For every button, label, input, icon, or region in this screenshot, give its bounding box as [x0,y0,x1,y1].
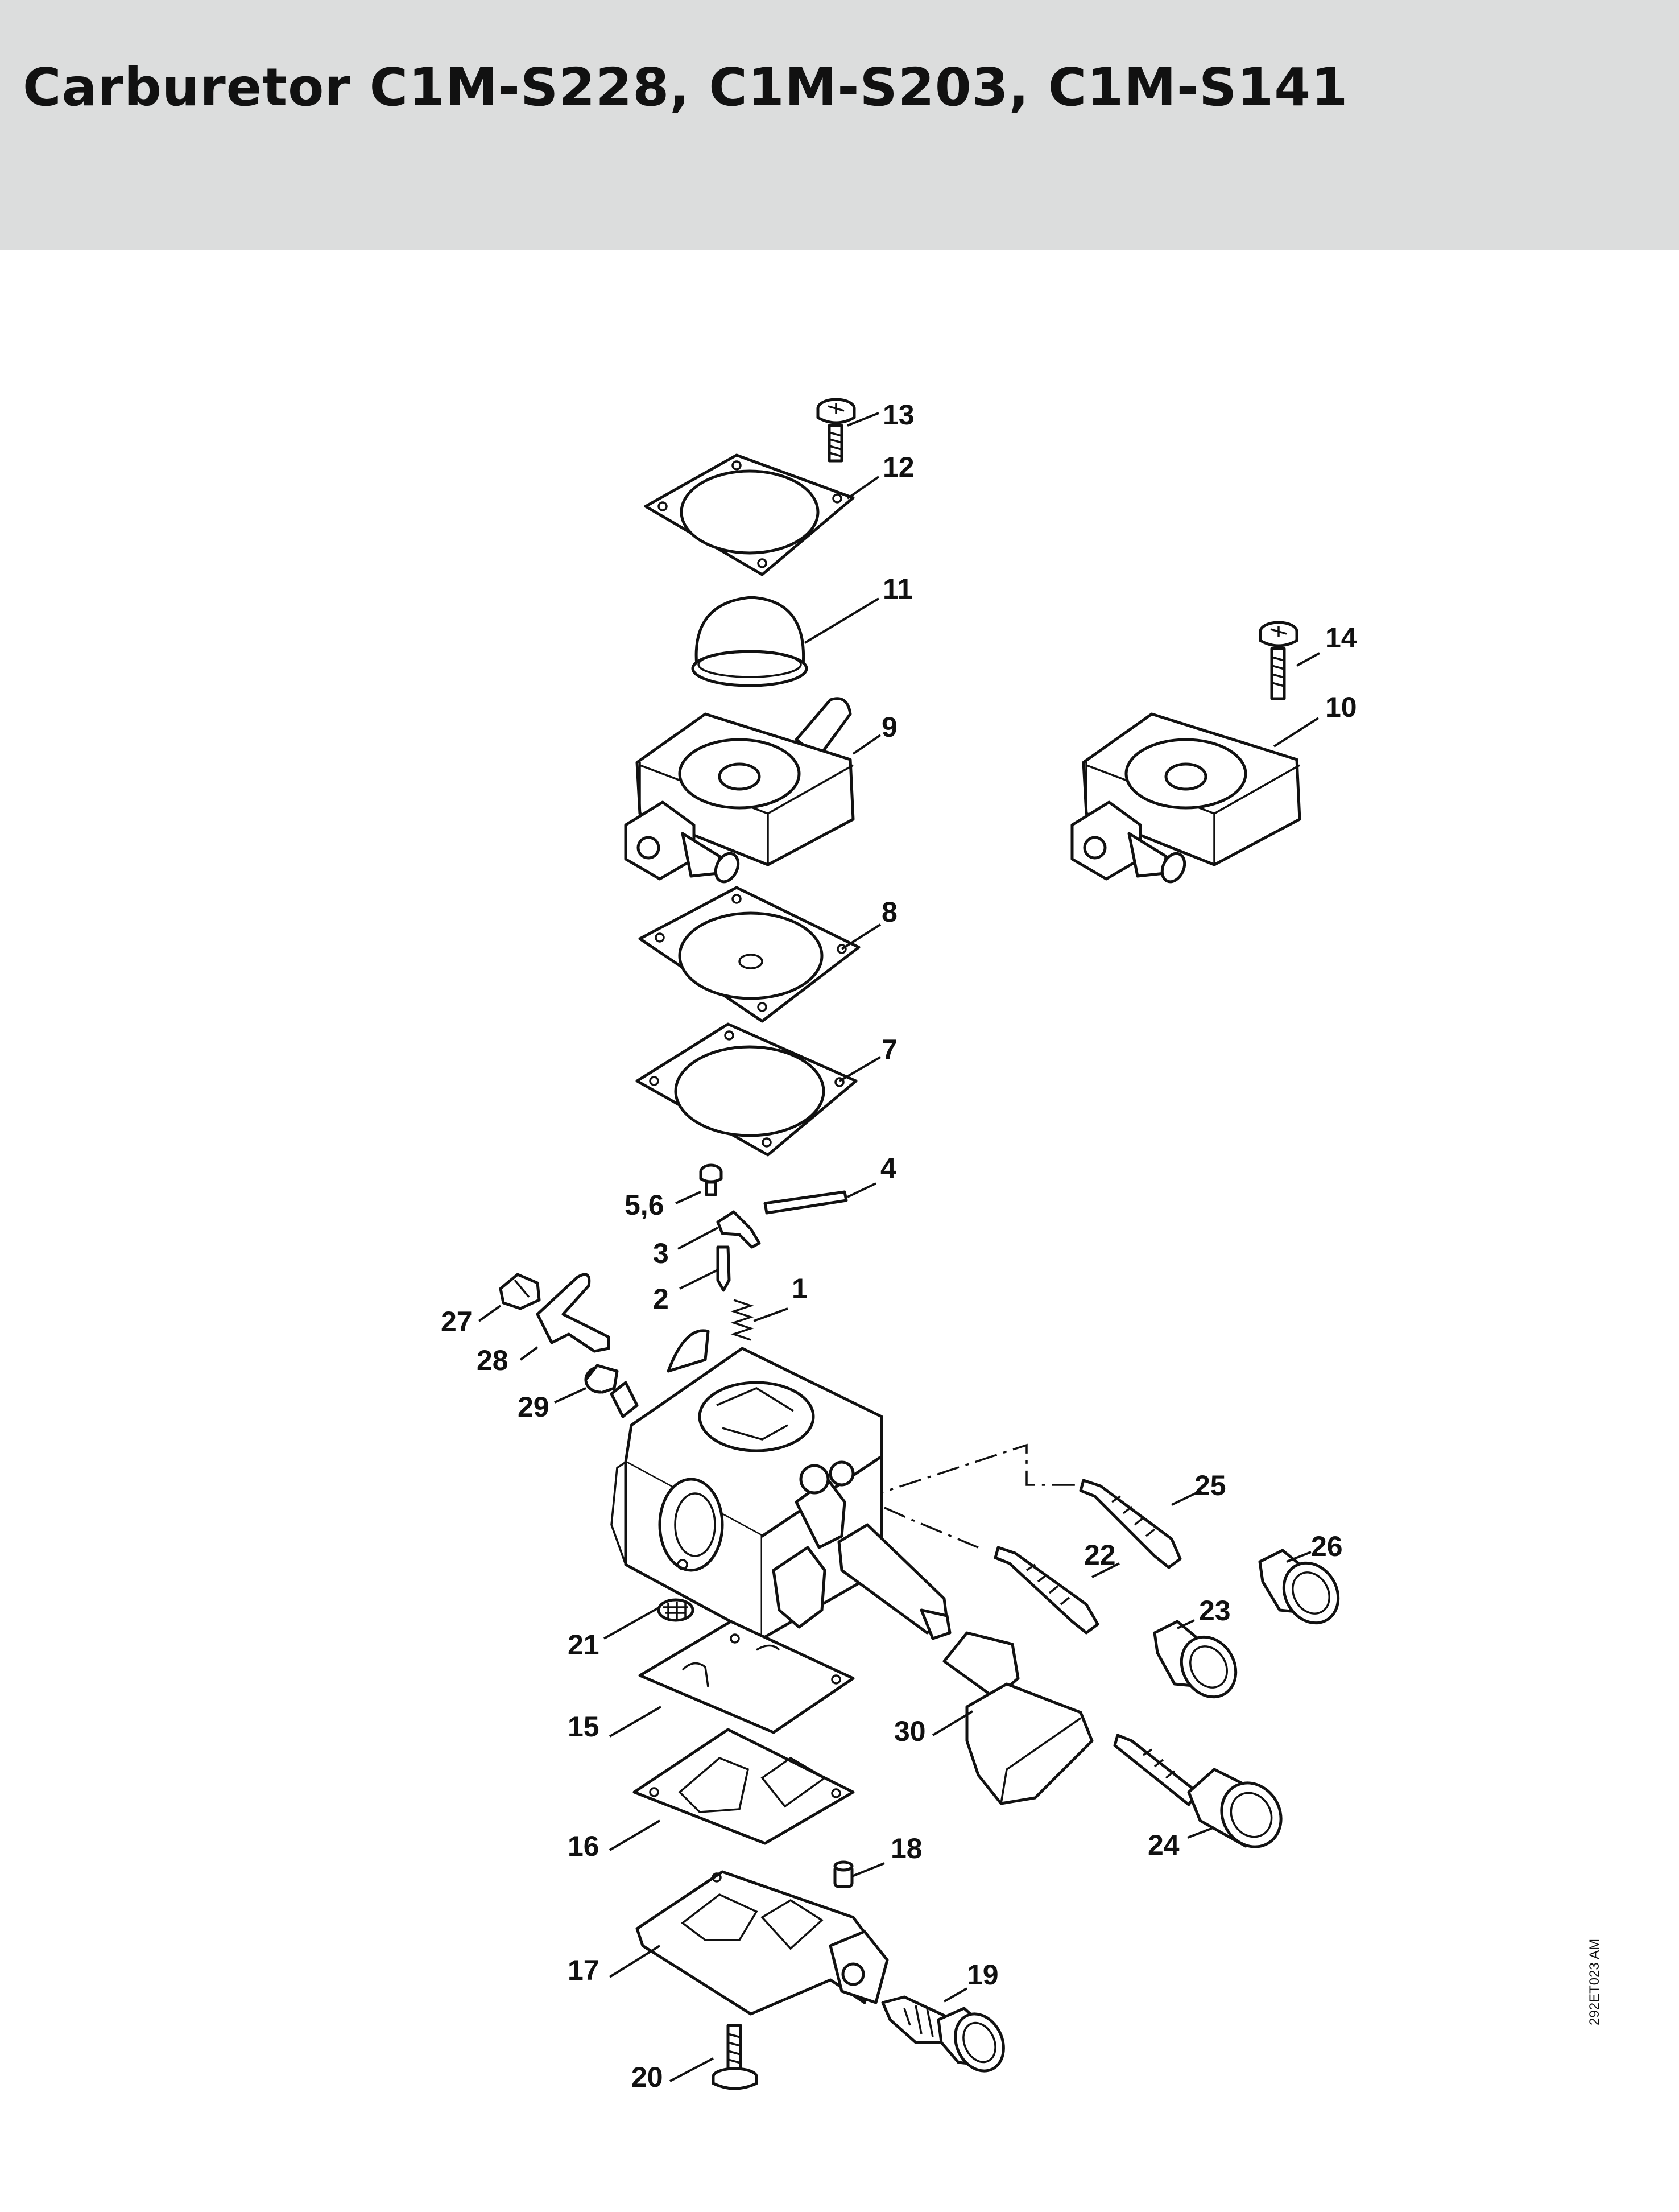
callout-23: 23 [1199,1595,1231,1627]
part-13-screw [816,398,856,463]
callout-3: 3 [653,1237,669,1269]
callout-7: 7 [882,1034,898,1066]
part-20-screw [712,2024,758,2090]
callout-19: 19 [967,1959,999,1991]
part-11-primer-bulb [691,596,808,687]
callout-15: 15 [568,1711,599,1743]
assembly-line-22 [884,1507,979,1549]
part-19-adjusting-screw [881,1995,1005,2073]
callout-16: 16 [568,1830,599,1862]
part-27-screw [499,1273,541,1310]
callout-29: 29 [518,1391,549,1423]
header-band: Carburetor C1M-S228, C1M-S203, C1M-S141 [0,0,1679,250]
part-7-gasket [635,1022,858,1157]
leader-lines [478,412,1320,2082]
part-17-end-cover [635,1870,889,2016]
callout-14: 14 [1325,622,1357,654]
part-18-plug [833,1860,854,1888]
callout-24: 24 [1148,1829,1180,1861]
callout-20: 20 [631,2061,663,2093]
part-14-screw [1259,621,1298,700]
part-4-pin [763,1190,848,1215]
part-22-adjusting-screw [994,1546,1099,1635]
callout-30: 30 [894,1715,926,1747]
part-30-choke-knob [942,1631,1094,1805]
callout-11: 11 [883,573,913,605]
part-9-pump-housing [624,697,855,884]
part-3-inlet-lever [716,1210,761,1249]
callout-8: 8 [882,896,898,928]
part-1-spring [730,1299,754,1341]
part-12-gasket [644,453,855,576]
callout-13: 13 [883,399,915,431]
part-2-inlet-needle [716,1245,731,1292]
part-24-adjusting-screw [1113,1734,1283,1848]
carburetor-body [610,1329,952,1640]
callout-18: 18 [891,1833,923,1864]
callout-21: 21 [568,1629,599,1661]
part-21-screen [657,1598,694,1622]
part-25-adjusting-screw [1079,1479,1182,1569]
callout-9: 9 [882,711,898,743]
part-26-limiter-cap [1258,1549,1340,1625]
part-15-diaphragm [638,1620,855,1734]
part-16-gasket [632,1728,855,1845]
part-8-diaphragm [638,886,861,1023]
part-23-limiter-cap [1153,1620,1238,1699]
drawing-code: 292ET023 AM [1587,1938,1602,2025]
part-29-sleeve [584,1364,619,1394]
callout-10: 10 [1325,691,1357,723]
callout-2: 2 [653,1283,669,1315]
callout-12: 12 [883,451,915,483]
callout-27: 27 [441,1306,473,1338]
callout-22: 22 [1084,1539,1116,1571]
part-28-lever [536,1273,610,1353]
callout-17: 17 [568,1954,599,1986]
callout-4: 4 [880,1152,896,1184]
callout-labels: 1 2 3 4 5,6 7 8 9 10 11 12 13 14 15 16 1… [441,399,1357,2093]
part-5-6-screw [699,1163,723,1196]
callout-1: 1 [792,1273,808,1305]
callout-25: 25 [1194,1470,1226,1501]
callout-26: 26 [1311,1530,1343,1562]
part-10-pump-housing [1070,712,1301,884]
assembly-line-25 [861,1443,1081,1500]
page-title: Carburetor C1M-S228, C1M-S203, C1M-S141 [23,57,1349,118]
callout-28: 28 [477,1344,508,1376]
callout-5-6: 5,6 [625,1189,664,1221]
